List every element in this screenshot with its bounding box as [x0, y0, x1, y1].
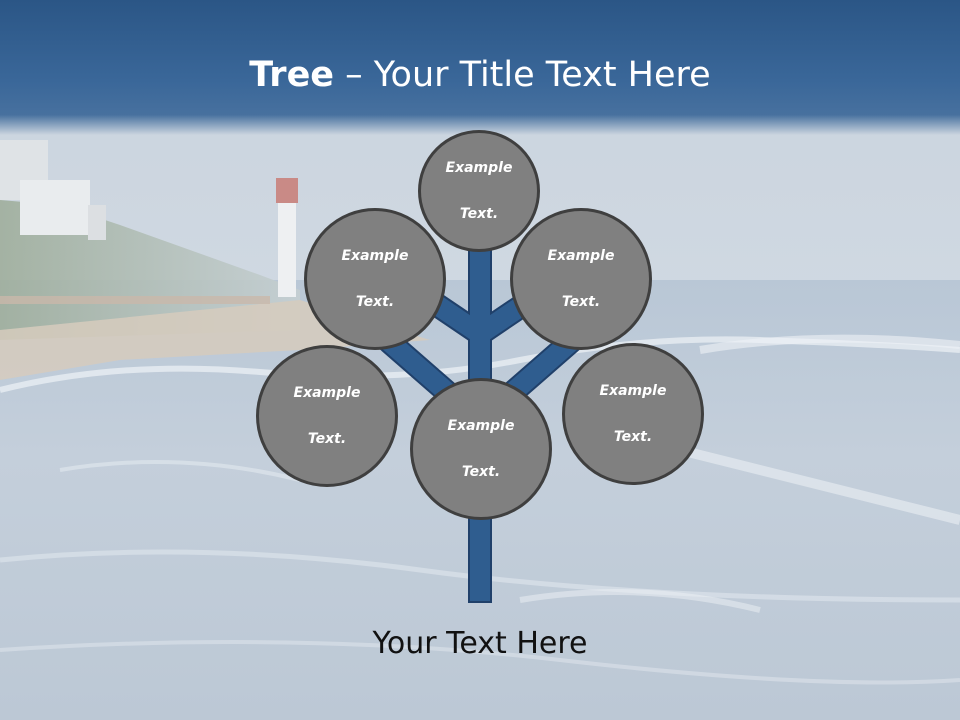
caption-text: Your Text Here: [372, 626, 588, 661]
title-band: [0, 0, 960, 135]
slide-title: Tree – Your Title Text Here: [0, 52, 960, 98]
title-rest: – Your Title Text Here: [334, 55, 711, 95]
title-bold: Tree: [249, 55, 335, 95]
